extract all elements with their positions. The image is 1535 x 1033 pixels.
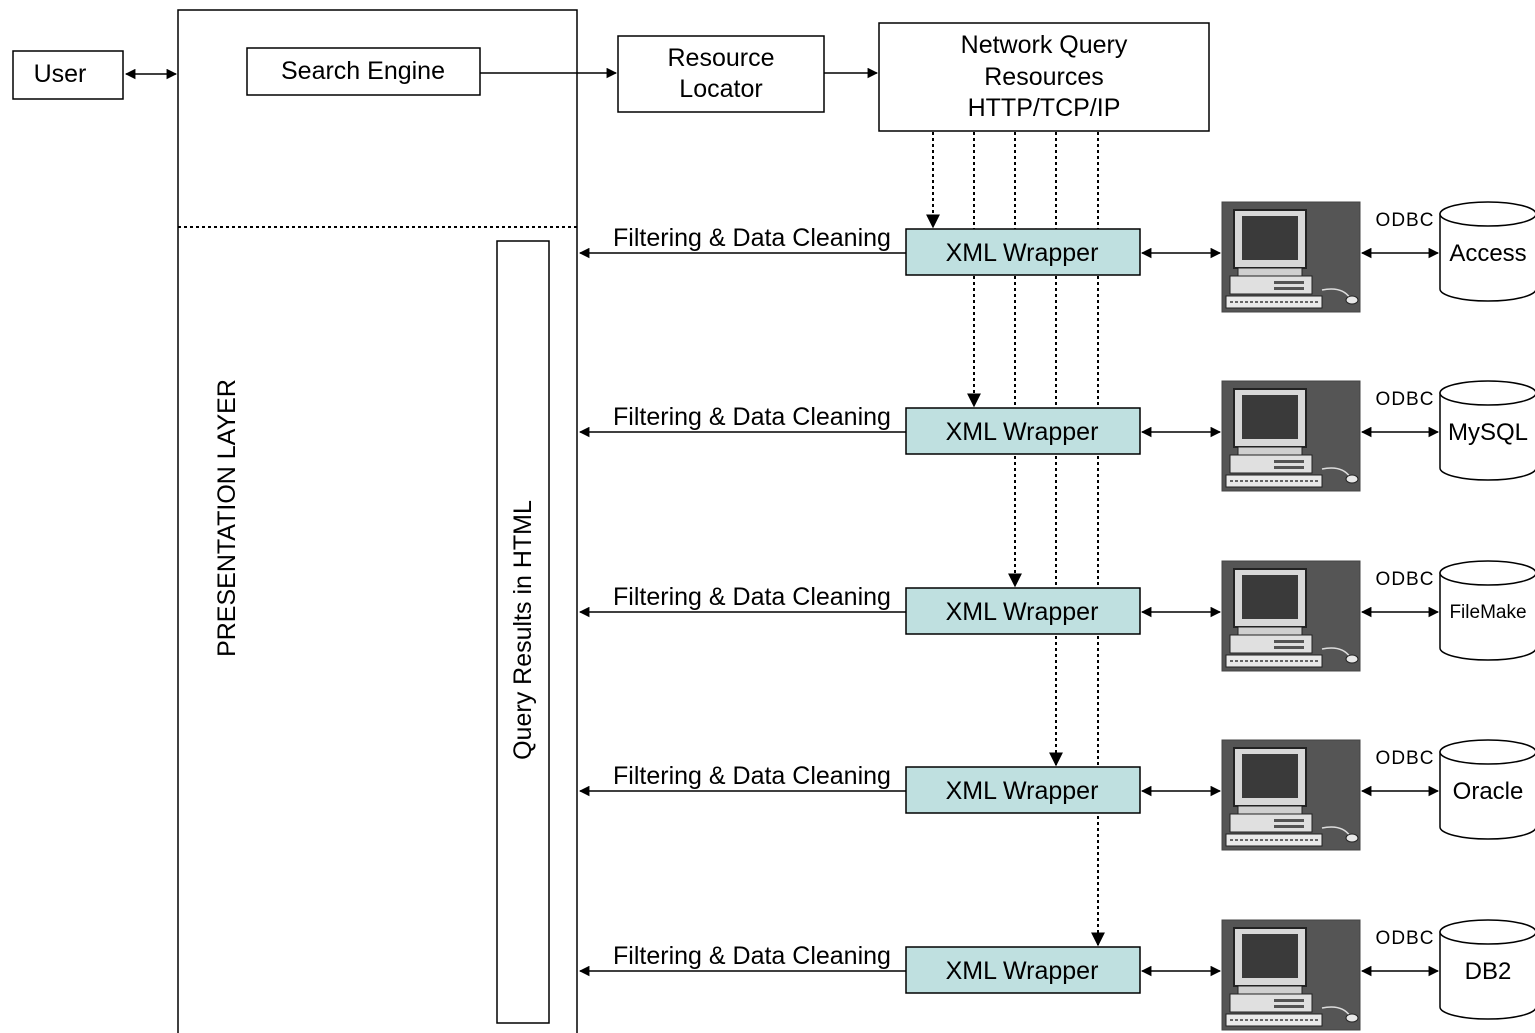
computer-icon — [1221, 560, 1361, 672]
xml-wrapper-box — [905, 407, 1141, 455]
database-cylinder — [1439, 751, 1535, 840]
xml-wrapper-label: XML Wrapper — [946, 957, 1099, 985]
filtering-label: Filtering & Data Cleaning — [613, 224, 891, 252]
resource-locator-line1: Resource — [668, 44, 775, 72]
xml-wrapper-box — [905, 587, 1141, 635]
database-label: DB2 — [1465, 958, 1512, 985]
database-cylinder — [1439, 572, 1535, 661]
database-label: FileMake — [1449, 602, 1526, 623]
database-cylinder — [1439, 213, 1535, 302]
presentation-layer-label: PRESENTATION LAYER — [213, 379, 241, 657]
odbc-label: ODBC — [1376, 748, 1435, 769]
filtering-label: Filtering & Data Cleaning — [613, 942, 891, 970]
filtering-label: Filtering & Data Cleaning — [613, 403, 891, 431]
computer-icon — [1221, 380, 1361, 492]
xml-wrapper-label: XML Wrapper — [946, 418, 1099, 446]
database-cylinder-top — [1439, 201, 1535, 227]
database-label: Access — [1449, 240, 1526, 267]
xml-wrapper-box — [905, 946, 1141, 994]
resource-locator-line2: Locator — [679, 75, 762, 103]
network-query-line1: Network Query — [961, 31, 1128, 59]
filtering-label: Filtering & Data Cleaning — [613, 583, 891, 611]
computer-icon — [1221, 201, 1361, 313]
computer-icon — [1221, 919, 1361, 1031]
odbc-label: ODBC — [1376, 569, 1435, 590]
network-query-line2: Resources — [984, 63, 1104, 91]
xml-wrapper-label: XML Wrapper — [946, 239, 1099, 267]
query-results-box — [496, 240, 550, 1024]
database-cylinder-top — [1439, 739, 1535, 765]
database-cylinder — [1439, 392, 1535, 481]
database-cylinder-top — [1439, 919, 1535, 945]
search-engine-label: Search Engine — [281, 57, 445, 85]
odbc-label: ODBC — [1376, 389, 1435, 410]
xml-wrapper-label: XML Wrapper — [946, 598, 1099, 626]
xml-wrapper-label: XML Wrapper — [946, 777, 1099, 805]
xml-wrapper-box — [905, 766, 1141, 814]
filtering-label: Filtering & Data Cleaning — [613, 762, 891, 790]
database-cylinder-top — [1439, 560, 1535, 586]
computer-icon — [1221, 739, 1361, 851]
network-query-box — [878, 22, 1210, 132]
resource-locator-box — [617, 35, 825, 113]
xml-wrapper-box — [905, 228, 1141, 276]
user-box — [12, 50, 124, 100]
database-cylinder — [1439, 931, 1535, 1020]
user-label: User — [34, 60, 87, 88]
database-label: MySQL — [1448, 419, 1528, 446]
database-cylinder-top — [1439, 380, 1535, 406]
odbc-label: ODBC — [1376, 928, 1435, 949]
database-label: Oracle — [1453, 778, 1524, 805]
query-results-label: Query Results in HTML — [509, 500, 537, 760]
odbc-label: ODBC — [1376, 210, 1435, 231]
network-query-line3: HTTP/TCP/IP — [968, 94, 1121, 122]
search-engine-box — [246, 47, 481, 96]
